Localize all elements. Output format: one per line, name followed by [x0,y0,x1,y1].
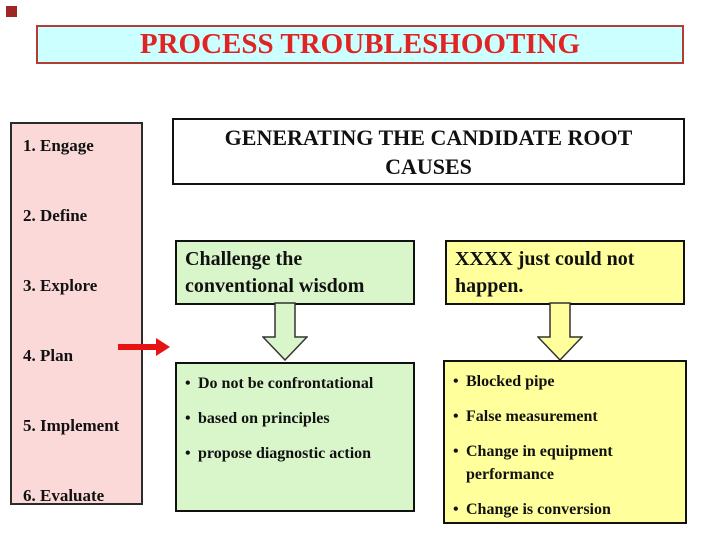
bullet-icon: • [453,408,459,425]
step-implement: 5. Implement [23,416,120,435]
list-item: • based on principles [185,407,409,430]
bullet-icon: • [185,445,191,462]
list-item: • Change in equipment performance [453,440,681,486]
bullet-text: propose diagnostic action [198,445,372,462]
slide-corner-marker [6,6,17,17]
right-arrow-icon [118,338,170,356]
step-plan: 4. Plan [23,346,74,365]
step-define: 2. Define [23,206,88,225]
subtitle-line-1: GENERATING THE CANDIDATE ROOT [224,125,633,150]
bullet-text: based on principles [198,410,330,427]
slide: { "bullet_char": "•", "title": "PROCESS … [6,6,687,524]
step-engage: 1. Engage [23,136,94,155]
hypothesis-heading-box: XXXX just could not happen. [445,240,685,305]
list-item: • Change is conversion [453,498,681,521]
subtitle-line-2: CAUSES [385,154,472,179]
bullet-icon: • [185,410,191,427]
list-item: • False measurement [453,405,681,428]
bullet-text: False measurement [466,408,598,425]
list-item: • propose diagnostic action [185,442,409,465]
step-explore: 3. Explore [23,276,98,295]
bullet-icon: • [453,501,459,518]
challenge-detail-box: • Do not be confrontational • based on p… [175,362,415,512]
bullet-text: Do not be confrontational [198,375,374,392]
step-evaluate: 6. Evaluate [23,486,105,505]
bullet-text: Blocked pipe [466,373,555,390]
page-title: PROCESS TROUBLESHOOTING [139,28,581,60]
causes-detail-box: • Blocked pipe • False measurement • Cha… [443,360,687,524]
bullet-text: Change is conversion [466,501,611,518]
bullet-icon: • [185,375,191,392]
list-item: • Blocked pipe [453,370,681,393]
subtitle-box: GENERATING THE CANDIDATE ROOT CAUSES [172,118,685,185]
down-block-arrow-icon [262,302,308,361]
challenge-heading-box: Challenge the conventional wisdom [175,240,415,305]
down-block-arrow-icon [537,302,583,361]
bullet-text: Change in equipment performance [466,443,613,483]
bullet-icon: • [453,443,459,460]
process-steps-panel: 1. Engage 2. Define 3. Explore 4. Plan 5… [10,122,143,505]
title-banner: PROCESS TROUBLESHOOTING [36,25,684,64]
bullet-icon: • [453,373,459,390]
list-item: • Do not be confrontational [185,372,409,395]
